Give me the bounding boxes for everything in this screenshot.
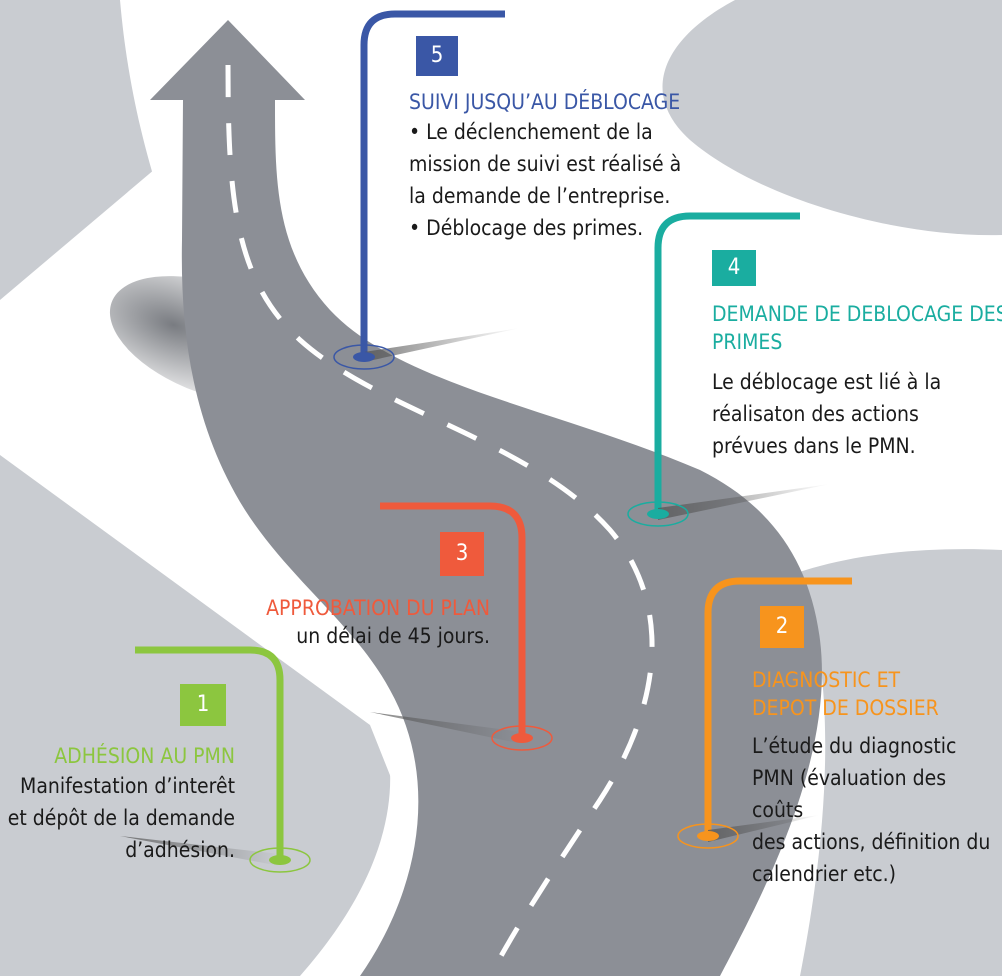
marker-step-2 [677,577,852,849]
step-3-title: APPROBATION DU PLAN [266,596,490,620]
step-3-line: un délai de 45 jours. [296,624,490,648]
step-1-line: Manifestation d’interêt [20,774,235,798]
step-1-number: 1 [180,684,226,726]
step-4-line: prévues dans le PMN. [712,434,916,458]
step-5-line: la demande de l’entreprise. [409,184,671,208]
step-4-line: Le déblocage est lié à la [712,370,942,394]
step-2-line: calendrier etc.) [752,862,897,886]
step-3-number: 3 [440,532,484,576]
marker-step-3 [370,502,553,751]
step-4-title-line: DEMANDE DE DEBLOCAGE DES [712,302,1002,326]
step-5-title: SUIVI JUSQU’AU DÉBLOCAGE [409,90,681,114]
step-2-title-line: DEPOT DE DOSSIER [752,696,939,720]
step-2-description: L’étude du diagnostic PMN (évaluation de… [752,730,1002,890]
step-1-line: d’adhésion. [125,838,235,862]
step-5-description: • Le déclenchement de la mission de suiv… [409,116,699,244]
step-4-description: Le déblocage est lié à la réalisaton des… [712,366,992,462]
step-3-description: un délai de 45 jours. [230,620,490,652]
step-2-line: des actions, définition du [752,830,991,854]
step-2-line: L’étude du diagnostic [752,734,957,758]
bg-shape-left-diagonal [0,455,470,976]
step-2-line: PMN (évaluation des coûts [752,766,947,822]
step-5-line: mission de suivi est réalisé à [409,152,682,176]
bg-shape-top-right [662,0,1002,236]
bg-shape-bottom-left [0,860,290,976]
step-2-number: 2 [760,606,804,648]
step-1-description: Manifestation d’interêt et dépôt de la d… [0,770,235,866]
step-5-line: • Le déclenchement de la [409,120,653,144]
road-center-line [225,64,655,976]
step-1-line: et dépôt de la demande [7,806,235,830]
step-4-title-line: PRIMES [712,330,783,354]
marker-step-5 [333,10,520,370]
marker-step-4 [627,212,830,527]
step-5-number: 5 [416,36,458,76]
step-4-title: DEMANDE DE DEBLOCAGE DES PRIMES [712,300,1002,356]
step-4-number: 4 [712,250,756,286]
step-2-title: DIAGNOSTIC ET DEPOT DE DOSSIER [752,666,939,722]
step-2-title-line: DIAGNOSTIC ET [752,668,901,692]
road [150,20,822,976]
step-4-line: réalisaton des actions [712,402,919,426]
step-5-line: • Déblocage des primes. [409,216,644,240]
marker-step-1 [120,646,311,873]
step-1-title: ADHÉSION AU PMN [54,744,235,768]
